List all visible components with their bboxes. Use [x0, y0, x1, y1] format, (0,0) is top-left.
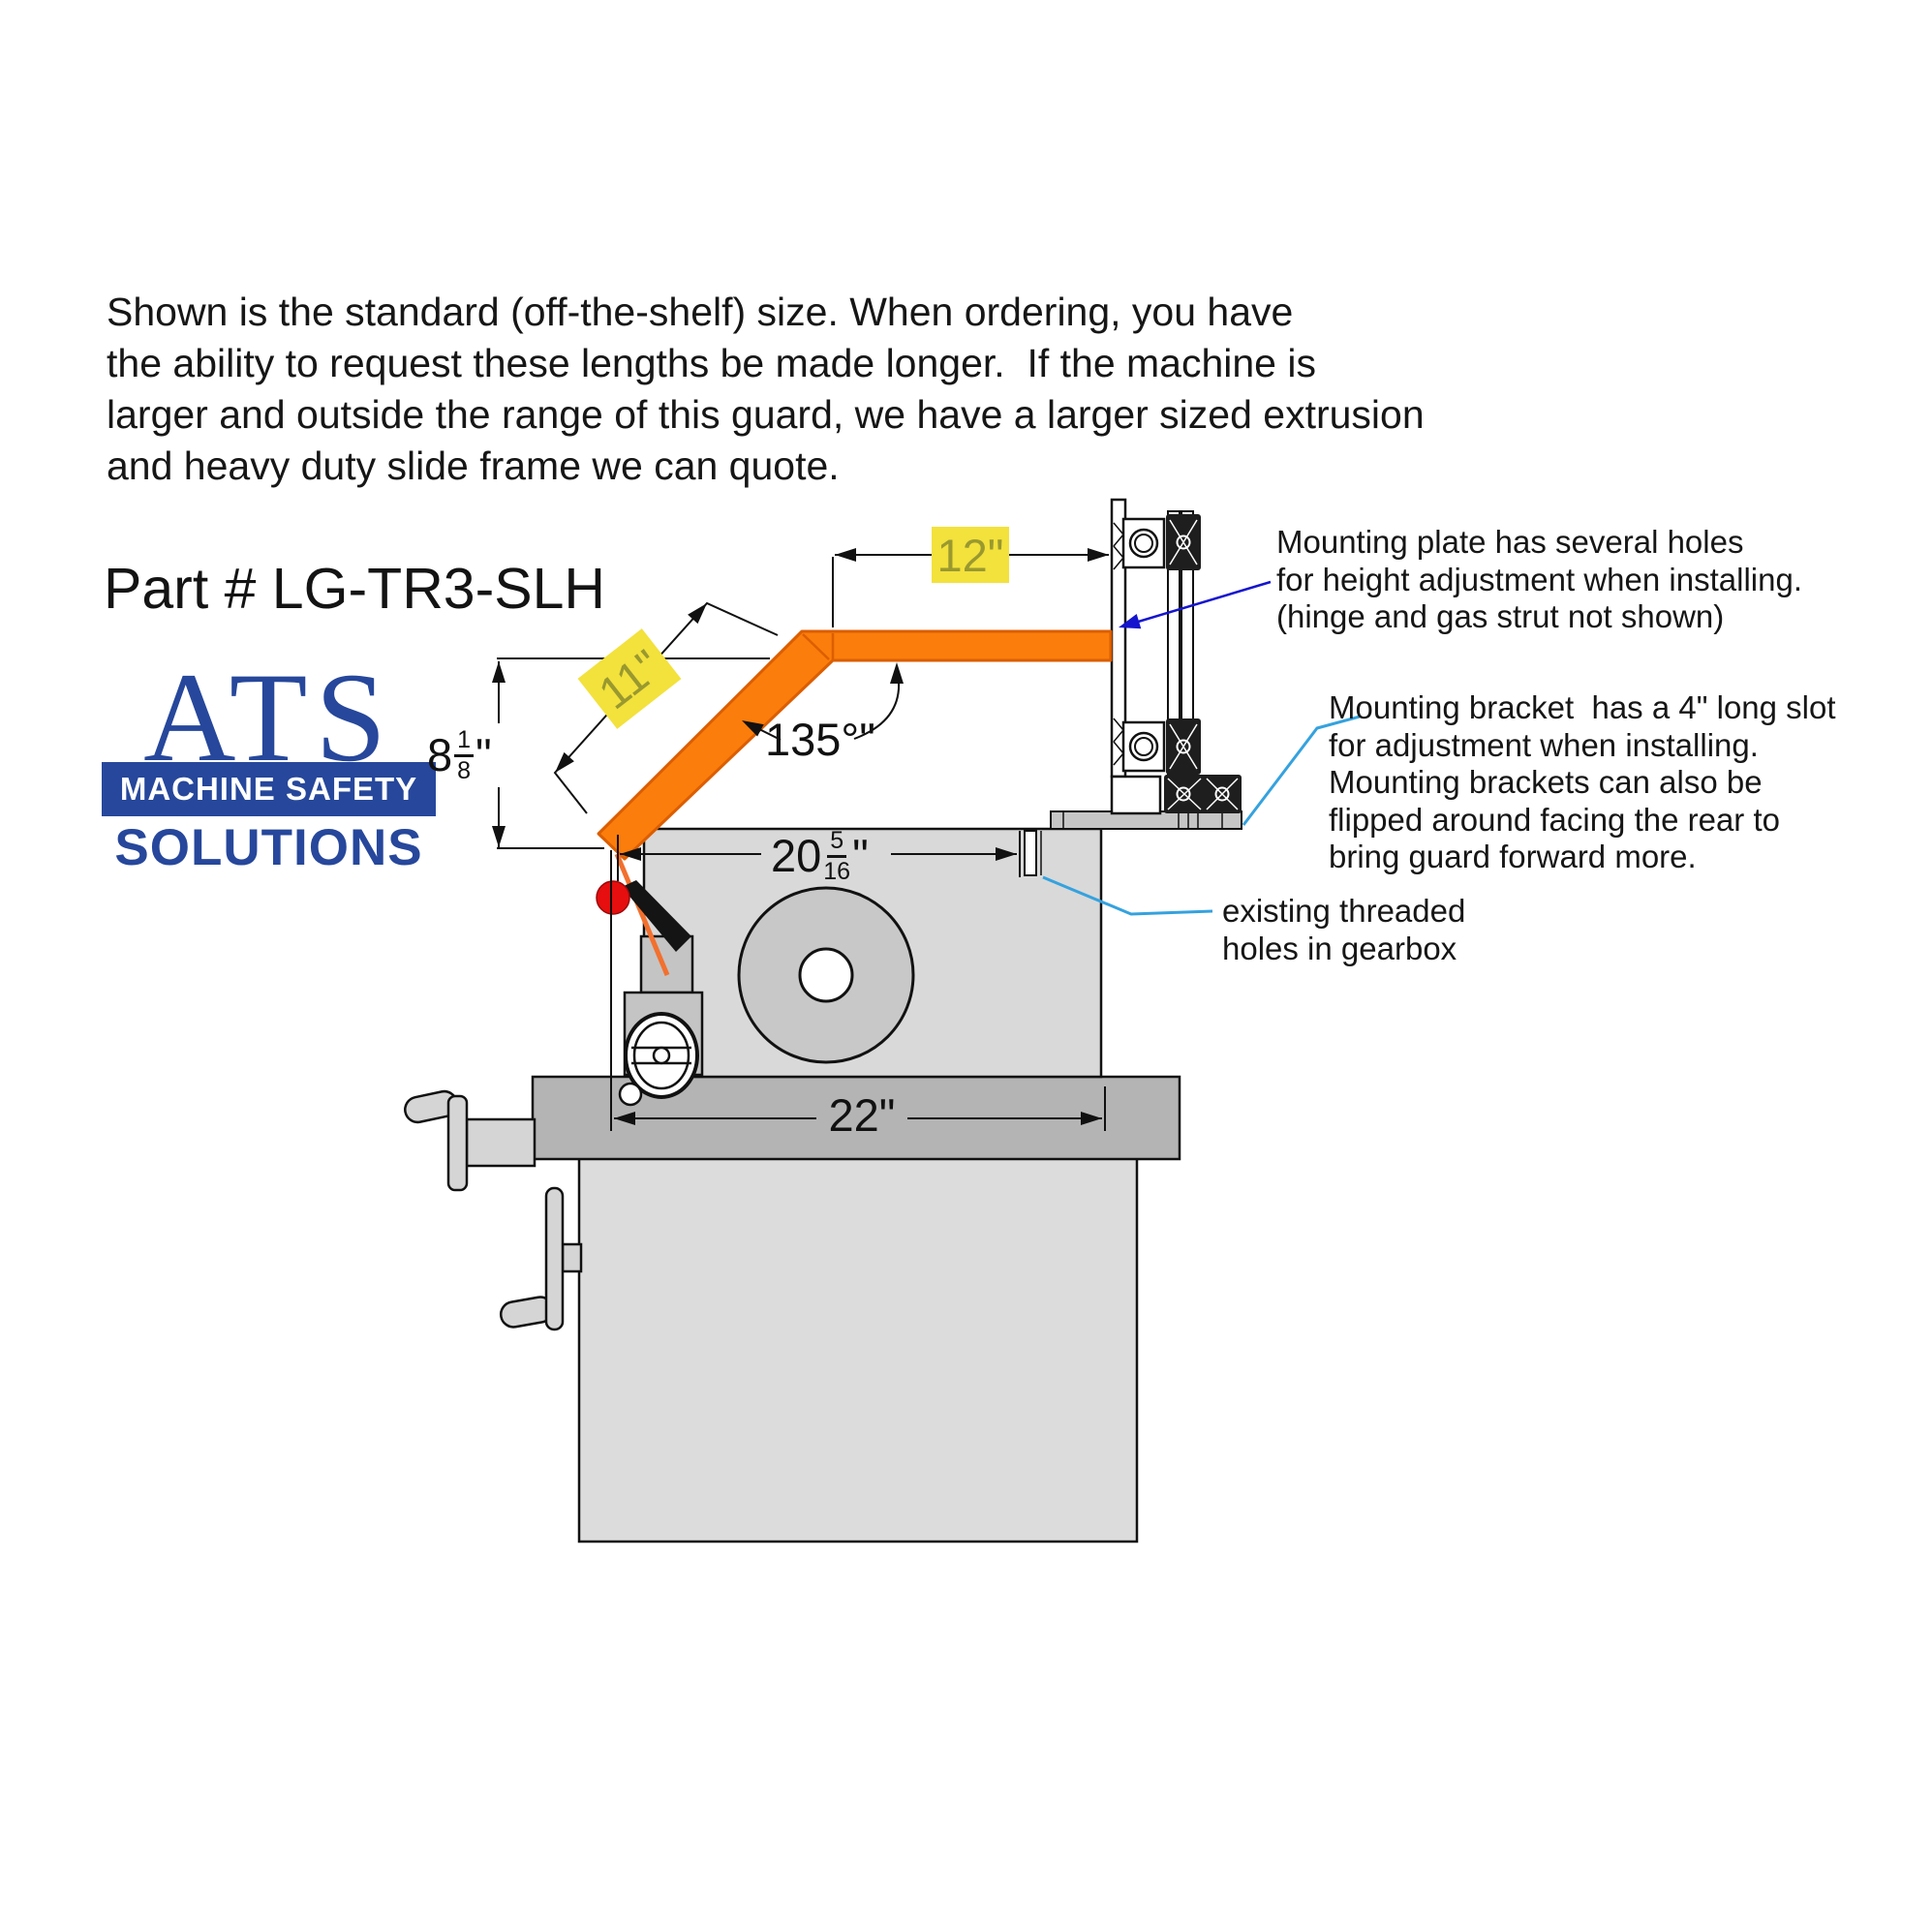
annotation-mounting-bracket-line-1: Mounting bracket has a 4" long slot — [1329, 689, 1836, 725]
dim-20-unit: " — [852, 829, 869, 881]
annotation-mounting-plate-line-1: Mounting plate has several holes — [1276, 524, 1744, 560]
lever-red-knob — [596, 880, 691, 952]
intro-line-2: the ability to request these lengths be … — [107, 341, 1316, 385]
dim-8-numerator: 1 — [454, 727, 475, 757]
mounting-plate — [1110, 498, 1162, 815]
intro-line-4: and heavy duty slide frame we can quote. — [107, 443, 840, 488]
intro-line-3: larger and outside the range of this gua… — [107, 392, 1425, 437]
leader-mounting-bracket — [1242, 715, 1361, 826]
leader-mounting-plate — [1119, 580, 1272, 629]
logo-solutions: SOLUTIONS — [114, 819, 423, 876]
annotation-threaded-holes-line-2: holes in gearbox — [1222, 930, 1457, 966]
annotation-mounting-bracket-line-3: Mounting brackets can also be — [1329, 764, 1763, 800]
handwheel-assembly — [618, 934, 704, 1107]
annotation-mounting-bracket: Mounting bracket has a 4" long slot for … — [1329, 689, 1836, 876]
guard-swing-line — [614, 853, 670, 976]
extrusion-cross-sections — [1164, 514, 1242, 813]
dimension-20-5-16in — [617, 831, 1021, 881]
dim-label-135deg: 135°" — [765, 714, 875, 765]
annotation-mounting-plate-line-2: for height adjustment when installing. — [1276, 561, 1802, 597]
dim-8-whole: 8 — [427, 728, 453, 780]
bearing-block-upper — [1121, 517, 1166, 569]
logo-banner-text: MACHINE SAFETY — [119, 771, 418, 807]
annotation-threaded-holes-line-1: existing threaded — [1222, 893, 1466, 929]
dim-8-unit: " — [475, 728, 492, 780]
gear-disc — [737, 886, 915, 1064]
dimension-135deg — [742, 662, 904, 741]
dim-20-denominator: 16 — [823, 857, 851, 885]
threaded-hole-slot — [1024, 830, 1042, 876]
annotation-mounting-plate: Mounting plate has several holes for hei… — [1276, 524, 1802, 636]
dim-label-22in: 22" — [828, 1089, 896, 1141]
intro-line-1: Shown is the standard (off-the-shelf) si… — [107, 290, 1294, 334]
annotation-mounting-bracket-line-5: bring guard forward more. — [1329, 839, 1697, 874]
dim-20-whole: 20 — [771, 829, 822, 881]
annotation-mounting-plate-line-3: (hinge and gas strut not shown) — [1276, 598, 1725, 634]
machine-column — [577, 1156, 1139, 1543]
extrusion-rails — [1167, 510, 1194, 781]
dimension-8-1-8in — [492, 657, 770, 849]
annotation-mounting-bracket-line-4: flipped around facing the rear to — [1329, 801, 1780, 838]
lower-crank-handle — [499, 1186, 583, 1331]
dim-20-numerator: 5 — [827, 828, 847, 858]
side-crank-handle — [404, 1089, 537, 1192]
bearing-block-lower — [1121, 720, 1166, 773]
dimension-22in — [610, 850, 1106, 1131]
leader-threaded-holes — [1042, 875, 1213, 916]
guard-arm — [597, 629, 1113, 861]
dim-label-12in: 12" — [932, 527, 1009, 583]
dim-8-denominator: 8 — [457, 756, 472, 784]
intro-paragraph: Shown is the standard (off-the-shelf) si… — [107, 287, 1425, 492]
annotation-threaded-holes: existing threaded holes in gearbox — [1222, 893, 1465, 967]
annotation-mounting-bracket-line-2: for adjustment when installing. — [1329, 726, 1759, 763]
part-number: Part # LG-TR3-SLH — [104, 557, 606, 621]
logo-machine-safety-banner: MACHINE SAFETY — [102, 762, 436, 816]
